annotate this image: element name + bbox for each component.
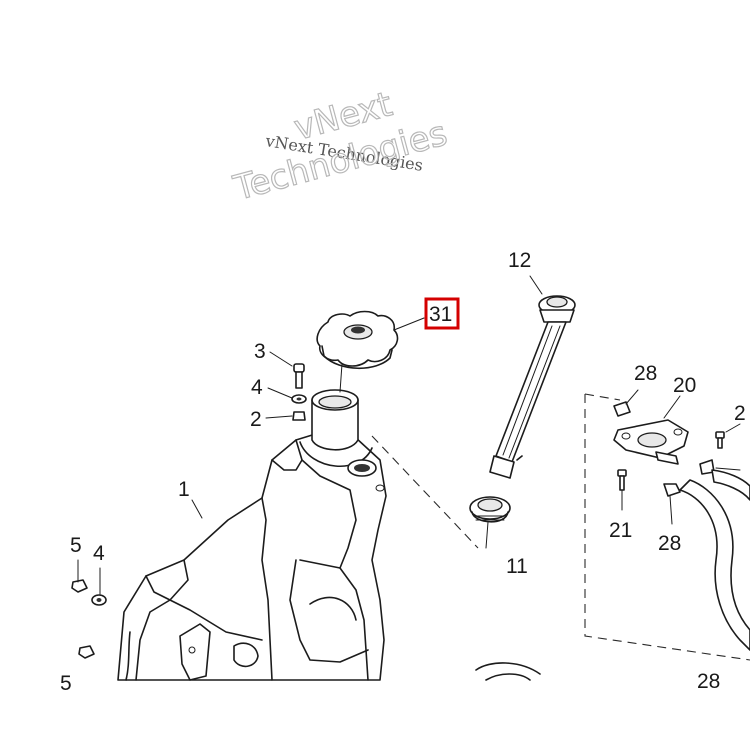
label-part-28-top: 28 — [634, 362, 657, 385]
label-part-5-bottom: 5 — [60, 672, 72, 695]
label-part-4-top: 4 — [251, 376, 263, 399]
part-labels: 1 2 3 4 5 4 5 11 12 20 21 2 28 28 28 — [60, 249, 746, 695]
label-part-2-right: 2 — [734, 402, 746, 425]
label-part-28-middle: 28 — [658, 532, 681, 555]
label-part-31: 31 — [429, 303, 452, 326]
grommet — [469, 496, 511, 523]
leader-lines — [77, 275, 741, 595]
label-part-11: 11 — [506, 555, 528, 578]
label-part-2: 2 — [250, 408, 262, 431]
label-part-12: 12 — [508, 249, 531, 272]
label-part-5-left: 5 — [70, 534, 82, 557]
highlight-box — [424, 297, 460, 330]
fuel-gauge-sender — [489, 295, 576, 479]
label-part-21: 21 — [609, 519, 632, 542]
fasteners-left — [71, 363, 307, 659]
label-part-4-left: 4 — [93, 542, 105, 565]
fuel-cap — [316, 310, 399, 369]
label-part-28-bottom: 28 — [697, 670, 720, 693]
label-part-20: 20 — [673, 374, 696, 397]
fuel-tank — [117, 389, 541, 681]
highlighted-part-31: 31 — [424, 297, 460, 330]
label-part-3: 3 — [254, 340, 266, 363]
watermark: vNext Technologies vNext Technologies — [228, 84, 451, 210]
label-part-1: 1 — [178, 478, 190, 501]
valve-assembly — [584, 393, 750, 661]
